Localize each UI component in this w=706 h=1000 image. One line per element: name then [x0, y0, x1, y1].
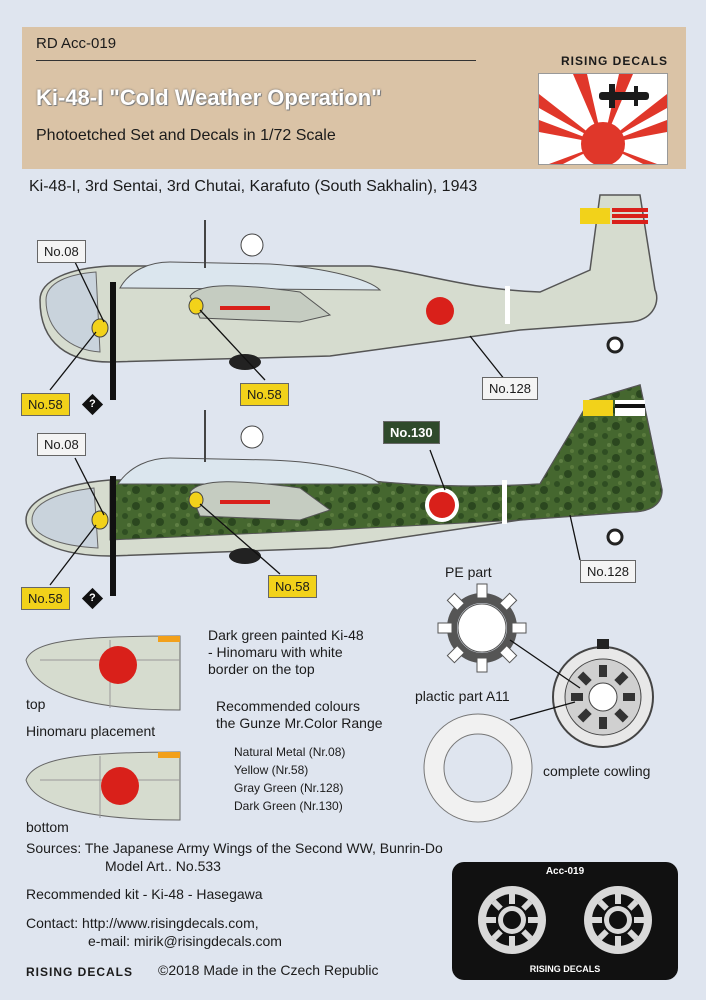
pe-part-diagram — [437, 583, 527, 673]
pe-fret-panel: Acc-019 RISING D — [452, 862, 678, 980]
contact-website[interactable]: Contact: http://www.risingdecals.com, — [26, 915, 259, 931]
brand-name: RISING DECALS — [560, 54, 668, 68]
complete-cowling-diagram — [552, 639, 654, 748]
brand-logo — [538, 73, 668, 166]
colour-item: Yellow (Nr.58) — [234, 763, 309, 777]
colour-item: Dark Green (Nr.130) — [234, 799, 343, 813]
dark-green-note-2: - Hinomaru with white — [208, 644, 343, 660]
top-label: top — [26, 696, 46, 712]
pe-code: Acc-019 — [545, 866, 585, 877]
recommended-colours-title: Recommended colours — [216, 698, 360, 714]
plastic-part-label: plactic part A11 — [415, 688, 510, 704]
aircraft-profile-green — [25, 384, 663, 596]
label-no58-top-center: No.58 — [240, 383, 289, 406]
wing-bottom-view — [25, 751, 181, 821]
colour-item: Natural Metal (Nr.08) — [234, 745, 346, 759]
recommended-kit: Recommended kit - Ki-48 - Hasegawa — [26, 886, 263, 902]
hinomaru-placement-label: Hinomaru placement — [26, 723, 156, 739]
label-no128-bottom: No.128 — [580, 560, 636, 583]
dark-green-note-1: Dark green painted Ki-48 — [208, 627, 364, 643]
page-subtitle: Photoetched Set and Decals in 1/72 Scale — [36, 127, 336, 144]
bottom-label: bottom — [26, 819, 69, 835]
label-no130: No.130 — [383, 421, 440, 444]
page-title: Ki-48-I "Cold Weather Operation" — [36, 85, 382, 110]
pe-part-label: PE part — [445, 564, 492, 580]
complete-cowling-label: complete cowling — [543, 763, 651, 779]
label-no128-top: No.128 — [482, 377, 538, 400]
copyright: ©2018 Made in the Czech Republic — [158, 962, 379, 978]
aircraft-caption: Ki-48-I, 3rd Sentai, 3rd Chutai, Karafut… — [29, 178, 478, 195]
label-no08-bottom: No.08 — [37, 433, 86, 456]
pe-rings-icon — [478, 886, 652, 954]
product-code: RD Acc-019 — [36, 35, 117, 52]
header-panel: RD Acc-019 RISING DECALS Ki-48-I "Cold W… — [22, 27, 686, 169]
header-divider — [36, 60, 476, 61]
contact-email[interactable]: e-mail: mirik@risingdecals.com — [88, 933, 282, 949]
label-no58-bottom-left: No.58 — [21, 587, 70, 610]
recommended-colours-range: the Gunze Mr.Color Range — [216, 715, 383, 731]
callout-lines — [49, 261, 581, 586]
label-no08-top: No.08 — [37, 240, 86, 263]
colour-item: Gray Green (Nr.128) — [234, 781, 344, 795]
pe-brand: RISING DECALS — [529, 964, 601, 974]
sources-line-1: Sources: The Japanese Army Wings of the … — [26, 840, 443, 856]
aircraft-profile-gray — [39, 194, 658, 400]
plastic-ring — [424, 714, 532, 822]
dark-green-note-3: border on the top — [208, 661, 315, 677]
sources-line-2: Model Art.. No.533 — [105, 858, 221, 874]
label-no58-bottom-center: No.58 — [268, 575, 317, 598]
footer-brand: RISING DECALS — [26, 965, 134, 979]
rising-sun-logo-icon — [539, 74, 667, 166]
label-no58-top-left: No.58 — [21, 393, 70, 416]
wing-top-view — [25, 635, 181, 711]
